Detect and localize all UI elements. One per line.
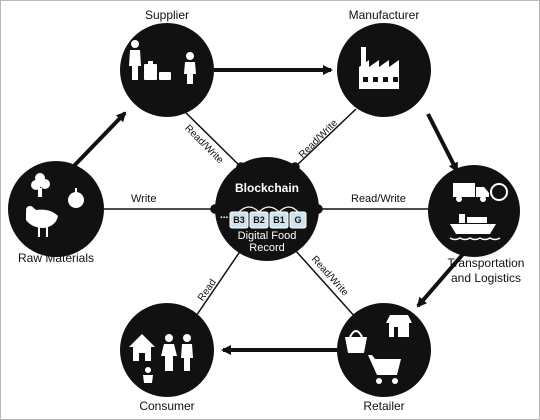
blockchain-blocks [229, 206, 307, 229]
blockchain-node [215, 157, 319, 261]
blockchain-title: Blockchain [234, 181, 300, 195]
edge-label-transport: Read/Write [351, 193, 406, 205]
connector-supplier [179, 106, 242, 168]
block-g-label: G [294, 215, 302, 225]
retailer-node [337, 303, 431, 397]
produce-and-chicken-icon [26, 173, 84, 237]
block-b3-label: B3 [233, 215, 245, 225]
house-and-family-icon [129, 334, 193, 383]
people-with-luggage-icon [129, 40, 196, 84]
supplier-label: Supplier [144, 8, 190, 22]
connector-retailer [294, 249, 358, 320]
retailer-label: Retailer [363, 399, 405, 413]
transport-label-line1: Transportation [447, 256, 525, 270]
transport-label-line2: and Logistics [450, 271, 522, 285]
blockchain-ellipsis: ... [220, 210, 229, 221]
supplier-node [120, 23, 214, 117]
record-label-line2: Record [249, 242, 285, 254]
consumer-node [120, 303, 214, 397]
connector-manufacturer [294, 108, 357, 168]
manufacturer-node [337, 23, 431, 117]
raw-materials-node [8, 161, 104, 257]
factory-icon [359, 47, 399, 89]
record-label-line1: Digital Food [237, 230, 297, 242]
arrow-manufacturer-to-transport [426, 113, 459, 173]
block-b2-label: B2 [253, 215, 265, 225]
connector-consumer [193, 249, 242, 320]
arrow-raw-to-supplier [69, 111, 127, 171]
edge-label-raw-materials: Write [131, 193, 157, 205]
consumer-label: Consumer [139, 399, 195, 413]
transport-node [428, 165, 520, 257]
truck-and-ship-icon [449, 183, 508, 241]
arrow-transport-to-retailer [416, 251, 466, 308]
manufacturer-label: Manufacturer [348, 8, 420, 22]
store-and-cart-icon [345, 315, 412, 384]
raw-materials-label: Raw Materials [17, 251, 95, 265]
block-links [238, 206, 299, 213]
flow-arrows [69, 65, 466, 355]
block-b1-label: B1 [273, 215, 285, 225]
